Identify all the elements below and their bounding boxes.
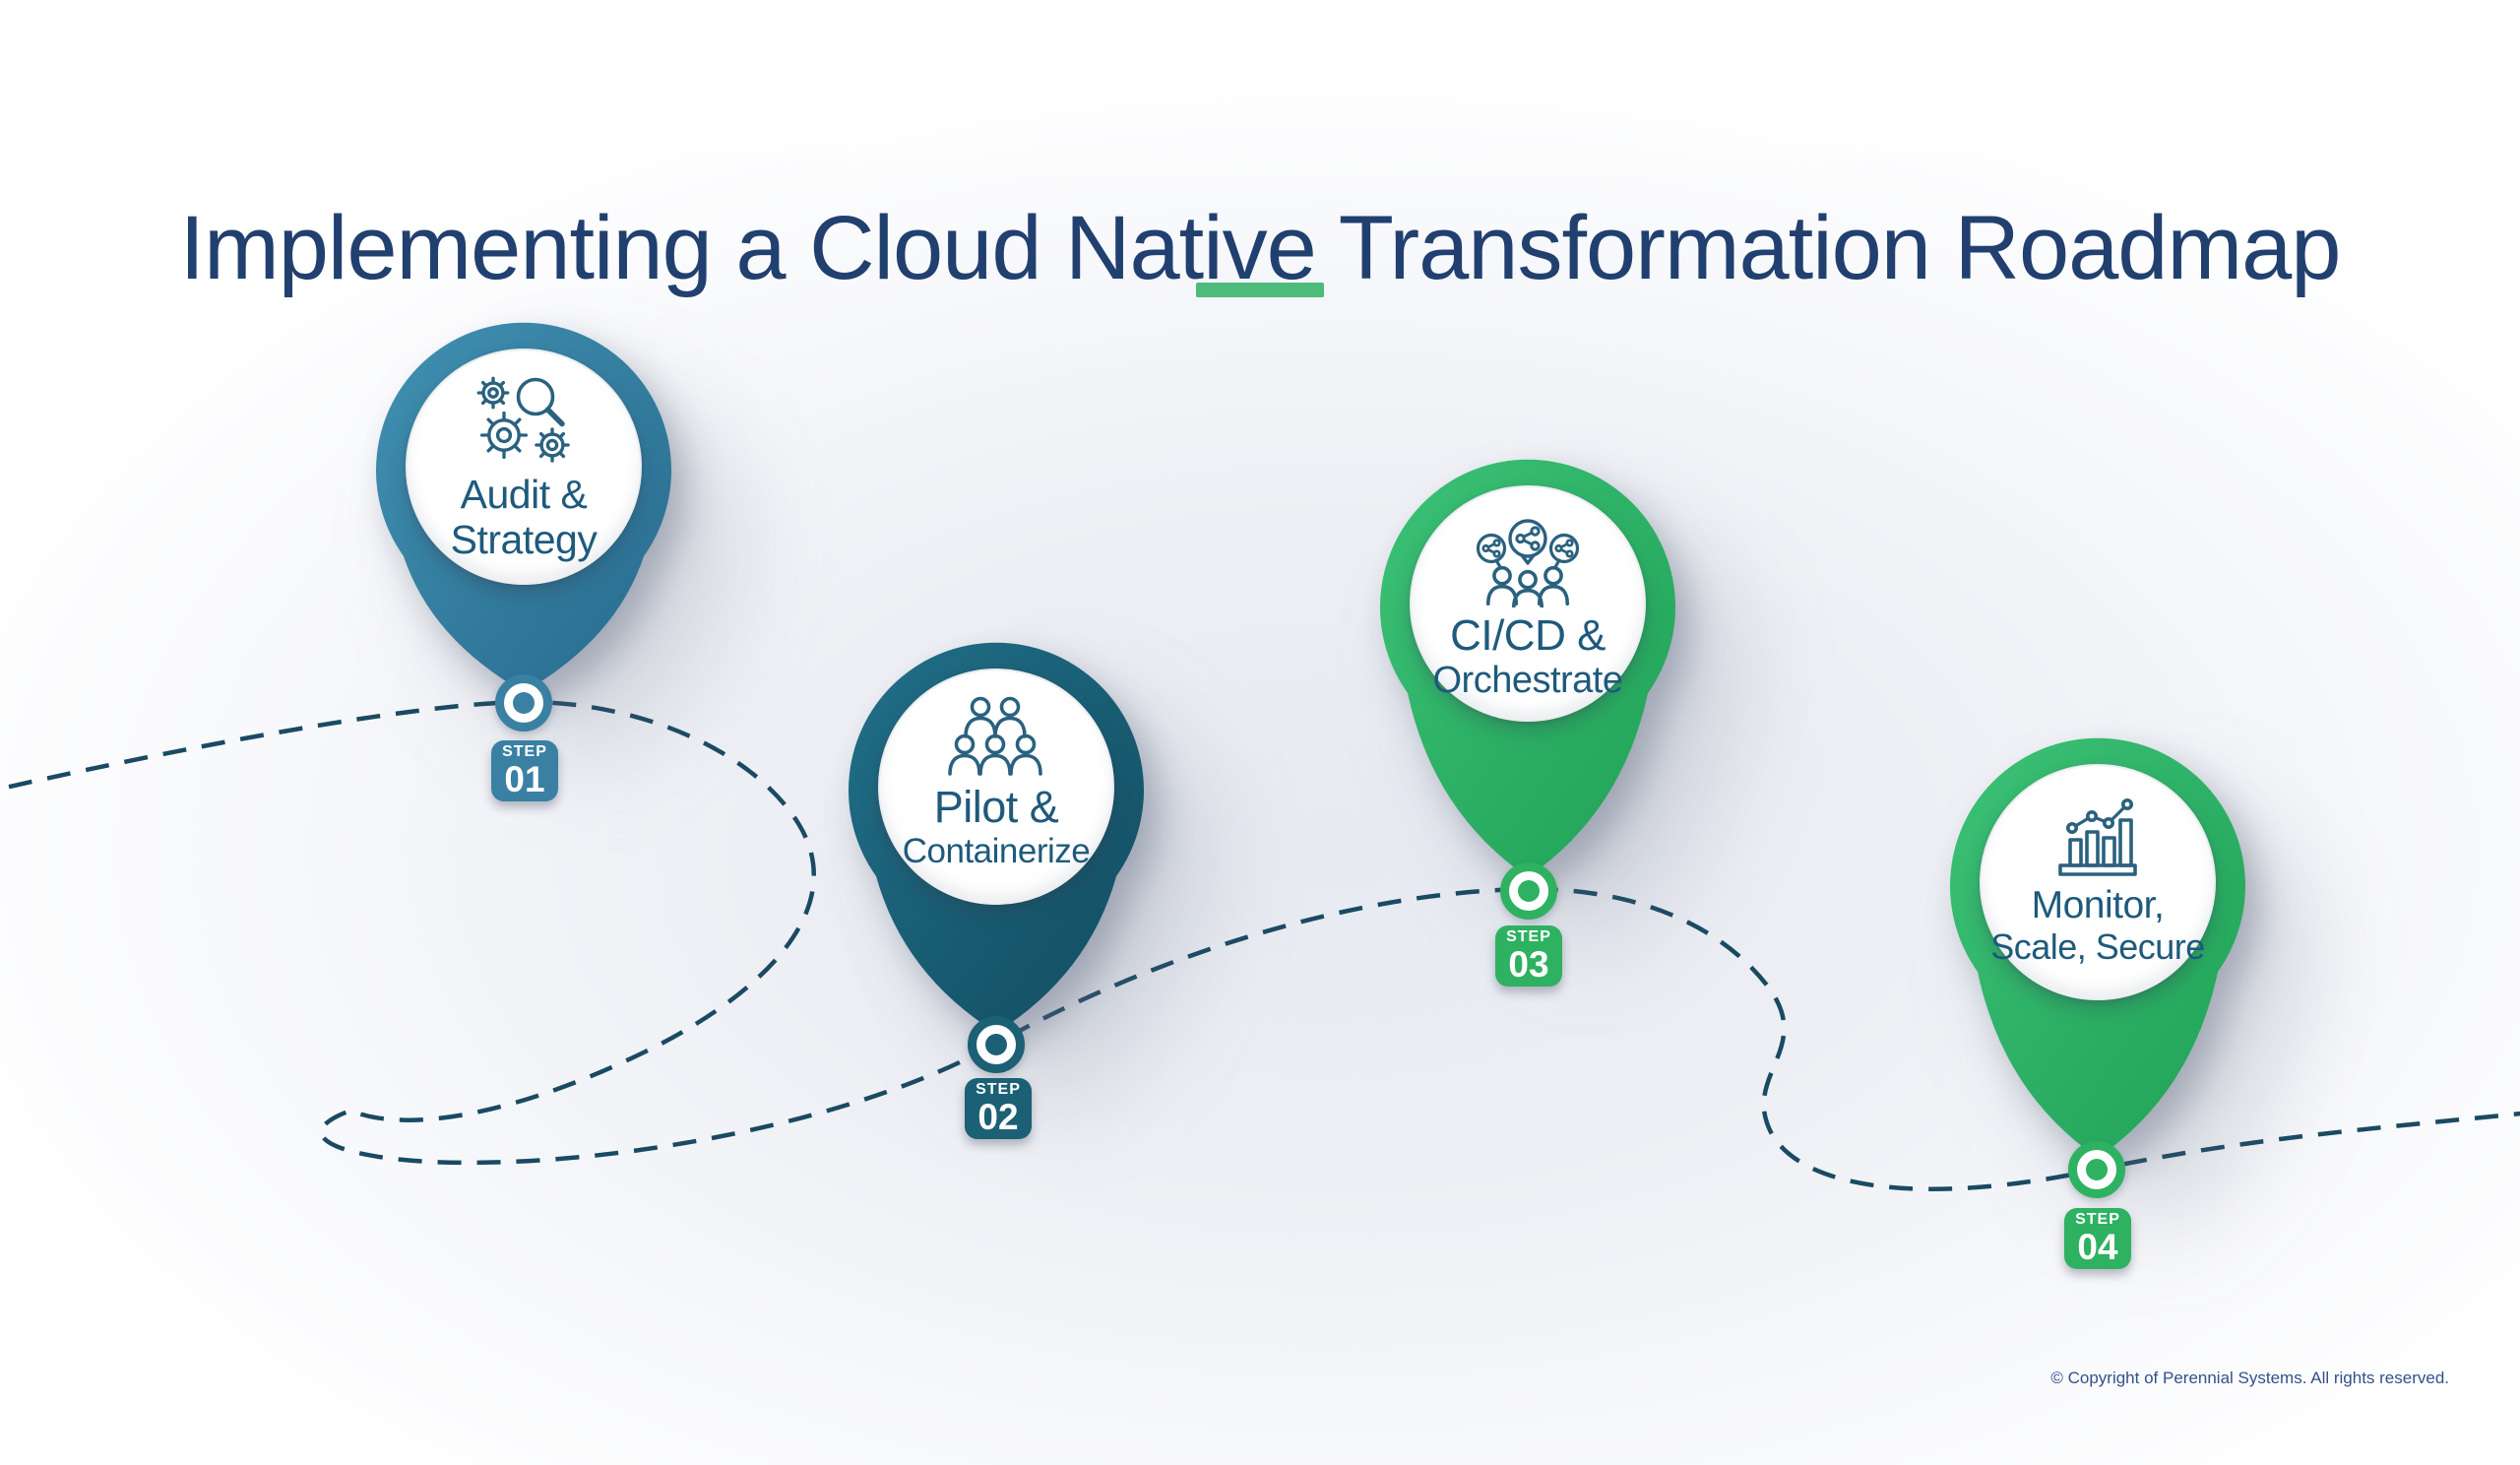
collaboration-share-icon: [1476, 519, 1580, 607]
step-badge-number: 04: [2077, 1227, 2118, 1267]
pin-label-line1: Monitor,: [2031, 884, 2165, 926]
pin-label-line1: Audit &: [460, 472, 588, 517]
bar-chart-trend-icon: [2058, 798, 2137, 876]
pin-label: CI/CD & Orchestrate: [1432, 611, 1623, 702]
team-icon: [948, 696, 1042, 776]
title-accent-bar: [1196, 283, 1324, 297]
pin-disc: Pilot & Containerize: [878, 669, 1114, 905]
step-badge-number: 02: [977, 1097, 1019, 1137]
roadmap-pin-monitor-scale-secure: Monitor, Scale, Secure: [1930, 719, 2265, 1165]
pin-label-line2: Scale, Secure: [1990, 925, 2205, 967]
pin-label-line2: Strategy: [450, 516, 598, 562]
pin-label: Audit & Strategy: [450, 472, 598, 563]
pin-label-line1: CI/CD &: [1450, 611, 1606, 660]
step-badge-word: STEP: [1506, 928, 1551, 945]
pin-disc: Monitor, Scale, Secure: [1980, 764, 2216, 1000]
pin-disc: Audit & Strategy: [406, 349, 642, 585]
step-badge-number: 03: [1508, 944, 1549, 985]
step-badge-01: STEP 01: [491, 740, 558, 801]
pin-label-line1: Pilot &: [933, 782, 1059, 832]
step-badge-03: STEP 03: [1495, 925, 1562, 987]
route-marker-core: [2086, 1159, 2108, 1180]
pin-label-line2: Orchestrate: [1432, 660, 1623, 702]
step-badge-number: 01: [504, 759, 545, 799]
roadmap-pin-pilot-containerize: Pilot & Containerize: [829, 623, 1164, 1040]
route-marker-dot-3: [1500, 862, 1557, 920]
route-marker-core: [1518, 880, 1540, 902]
pin-label: Pilot & Containerize: [902, 782, 1091, 871]
pin-disc: CI/CD & Orchestrate: [1410, 485, 1646, 722]
route-marker-dot-2: [968, 1016, 1025, 1073]
step-badge-word: STEP: [976, 1081, 1021, 1098]
step-badge-02: STEP 02: [965, 1078, 1032, 1139]
route-marker-core: [985, 1034, 1007, 1055]
roadmap-pin-cicd-orchestrate: CI/CD & Orchestrate: [1360, 440, 1695, 884]
pin-label-line2: Containerize: [902, 832, 1091, 871]
gears-magnifier-icon: [476, 376, 570, 463]
step-badge-word: STEP: [502, 743, 547, 760]
roadmap-pin-audit-strategy: Audit & Strategy: [356, 303, 691, 699]
step-badge-04: STEP 04: [2064, 1208, 2131, 1269]
route-marker-dot-4: [2068, 1141, 2125, 1198]
copyright-notice: © Copyright of Perennial Systems. All ri…: [2050, 1369, 2449, 1387]
step-badge-word: STEP: [2075, 1211, 2120, 1228]
pin-label: Monitor, Scale, Secure: [1990, 884, 2205, 967]
route-marker-core: [513, 692, 535, 714]
page-title: Implementing a Cloud Native Transformati…: [179, 197, 2342, 298]
route-marker-dot-1: [495, 674, 552, 732]
